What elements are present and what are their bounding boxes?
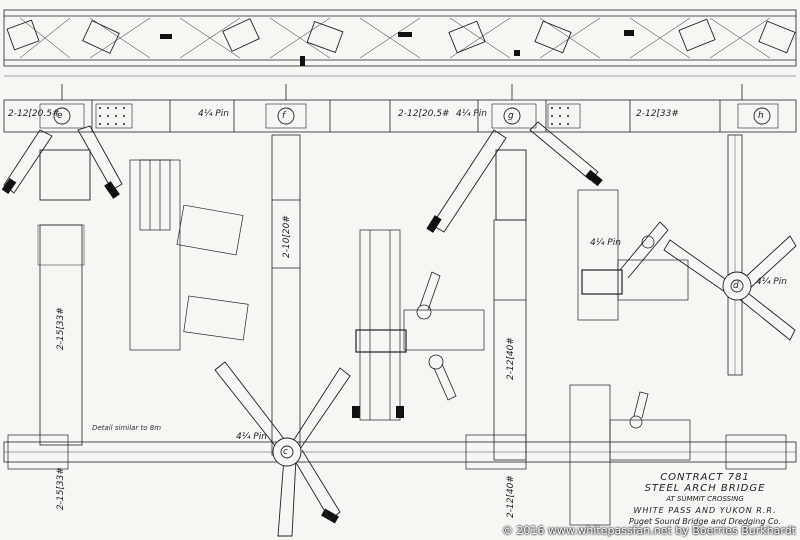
node-label-c: c — [283, 447, 288, 457]
node-label-d: d — [733, 281, 739, 291]
member-label-5: 2-15[33# — [56, 467, 66, 510]
node-label-h: h — [758, 111, 764, 121]
pin-label-4: 4¼ Pin — [756, 277, 787, 287]
fabricator-name: Puget Sound Bridge and Dredging Co. — [629, 517, 781, 526]
node-label-e: e — [57, 111, 63, 121]
star-joint-right — [619, 221, 797, 341]
pin-label-5: 4¼ Pin — [236, 432, 267, 442]
watermark-copyright: © 2016 www.whitepassfan.net by Boerries … — [501, 524, 796, 537]
title-block: CONTRACT 781 STEEL ARCH BRIDGE AT SUMMIT… — [610, 472, 800, 527]
pin-label-3: 4¼ Pin — [590, 238, 621, 248]
eye-bars — [416, 235, 655, 429]
top-chord-elevation — [3, 9, 797, 77]
diagonal-members-top — [3, 121, 599, 233]
pin-label-1: 4¼ Pin — [198, 109, 229, 119]
contract-number: CONTRACT 781 — [660, 472, 750, 483]
member-label-3: 2-12[33# — [636, 109, 679, 119]
detail-note: Detail similar to 8m — [92, 424, 162, 432]
member-label-2: 2-12[20.5# — [398, 109, 450, 119]
node-label-f: f — [282, 111, 286, 121]
pin-label-2: 4¼ Pin — [456, 109, 487, 119]
bottom-chord — [3, 434, 797, 470]
railway-name: WHITE PASS AND YUKON R.R. — [633, 506, 777, 515]
detail-assemblies — [129, 159, 691, 526]
drawing-title: STEEL ARCH BRIDGE — [644, 483, 766, 494]
star-joint-left — [214, 361, 351, 537]
member-label-6: 2-10[20# — [282, 215, 292, 258]
node-label-g: g — [508, 111, 514, 121]
member-label-7: 2-12[40# — [506, 337, 516, 380]
lower-chord-strip — [3, 84, 797, 133]
member-label-1: 2-12[20.5# — [8, 109, 60, 119]
member-label-4: 2-15[33# — [56, 307, 66, 350]
drawing-location: AT SUMMIT CROSSING — [666, 495, 744, 503]
member-label-8: 2-12[40# — [506, 475, 516, 518]
